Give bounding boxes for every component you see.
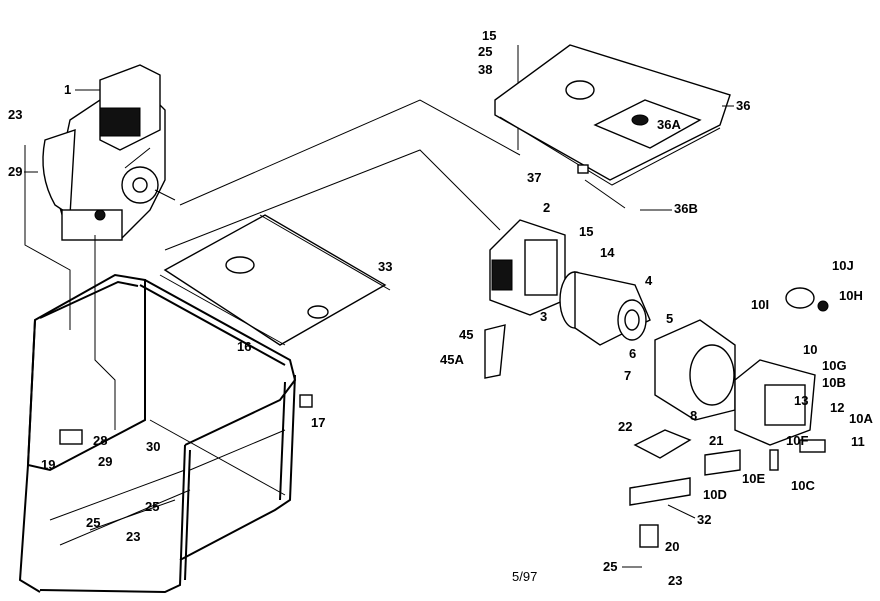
label-8: 8 (690, 408, 697, 423)
label-25: 25 (478, 44, 492, 59)
brackets (299, 164, 741, 548)
label-10C: 10C (791, 478, 815, 493)
label-36B: 36B (674, 201, 698, 216)
label-1: 1 (64, 82, 71, 97)
label-10A: 10A (849, 411, 873, 426)
label-23-d: 23 (668, 573, 682, 588)
label-20: 20 (665, 539, 679, 554)
end-bell (654, 319, 736, 421)
label-13: 13 (794, 393, 808, 408)
label-10F: 10F (786, 433, 808, 448)
label-45A: 45A (440, 352, 464, 367)
control-panel (734, 287, 829, 471)
label-15: 15 (482, 28, 496, 43)
label-38: 38 (478, 62, 492, 77)
label-37: 37 (527, 170, 541, 185)
label-10G: 10G (822, 358, 847, 373)
part-labels: 1 23 29 15 25 38 36 36A 37 36B 2 15 14 3… (8, 28, 873, 588)
label-30: 30 (146, 439, 160, 454)
engine (42, 64, 176, 241)
top-cover (494, 44, 731, 186)
label-29-b: 29 (98, 454, 112, 469)
label-17: 17 (311, 415, 325, 430)
label-23-b: 23 (126, 529, 140, 544)
label-10D: 10D (703, 487, 727, 502)
label-15-b: 15 (579, 224, 593, 239)
label-45: 45 (459, 327, 473, 342)
label-28: 28 (93, 433, 107, 448)
label-10E: 10E (742, 471, 765, 486)
label-10I: 10I (751, 297, 769, 312)
label-12: 12 (830, 400, 844, 415)
label-16: 16 (237, 339, 251, 354)
label-3: 3 (540, 309, 547, 324)
label-23: 23 (8, 107, 22, 122)
label-25-c: 25 (86, 515, 100, 530)
label-25-d: 25 (603, 559, 617, 574)
label-36: 36 (736, 98, 750, 113)
rotor (559, 271, 651, 346)
label-25-b: 25 (145, 499, 159, 514)
label-32: 32 (697, 512, 711, 527)
mounting-plate (159, 214, 391, 346)
label-36A: 36A (657, 117, 681, 132)
label-10B: 10B (822, 375, 846, 390)
frame (18, 273, 297, 594)
label-2: 2 (543, 200, 550, 215)
label-10J: 10J (832, 258, 854, 273)
label-10: 10 (803, 342, 817, 357)
label-6: 6 (629, 346, 636, 361)
label-11: 11 (851, 434, 865, 449)
label-5: 5 (666, 311, 673, 326)
label-14: 14 (600, 245, 615, 260)
label-22: 22 (618, 419, 632, 434)
stator-housing (489, 219, 566, 316)
label-4: 4 (645, 273, 653, 288)
label-19: 19 (41, 457, 55, 472)
label-21: 21 (709, 433, 723, 448)
label-33: 33 (378, 259, 392, 274)
label-29: 29 (8, 164, 22, 179)
label-10H: 10H (839, 288, 863, 303)
label-7: 7 (624, 368, 631, 383)
page-number: 5/97 (512, 569, 537, 584)
